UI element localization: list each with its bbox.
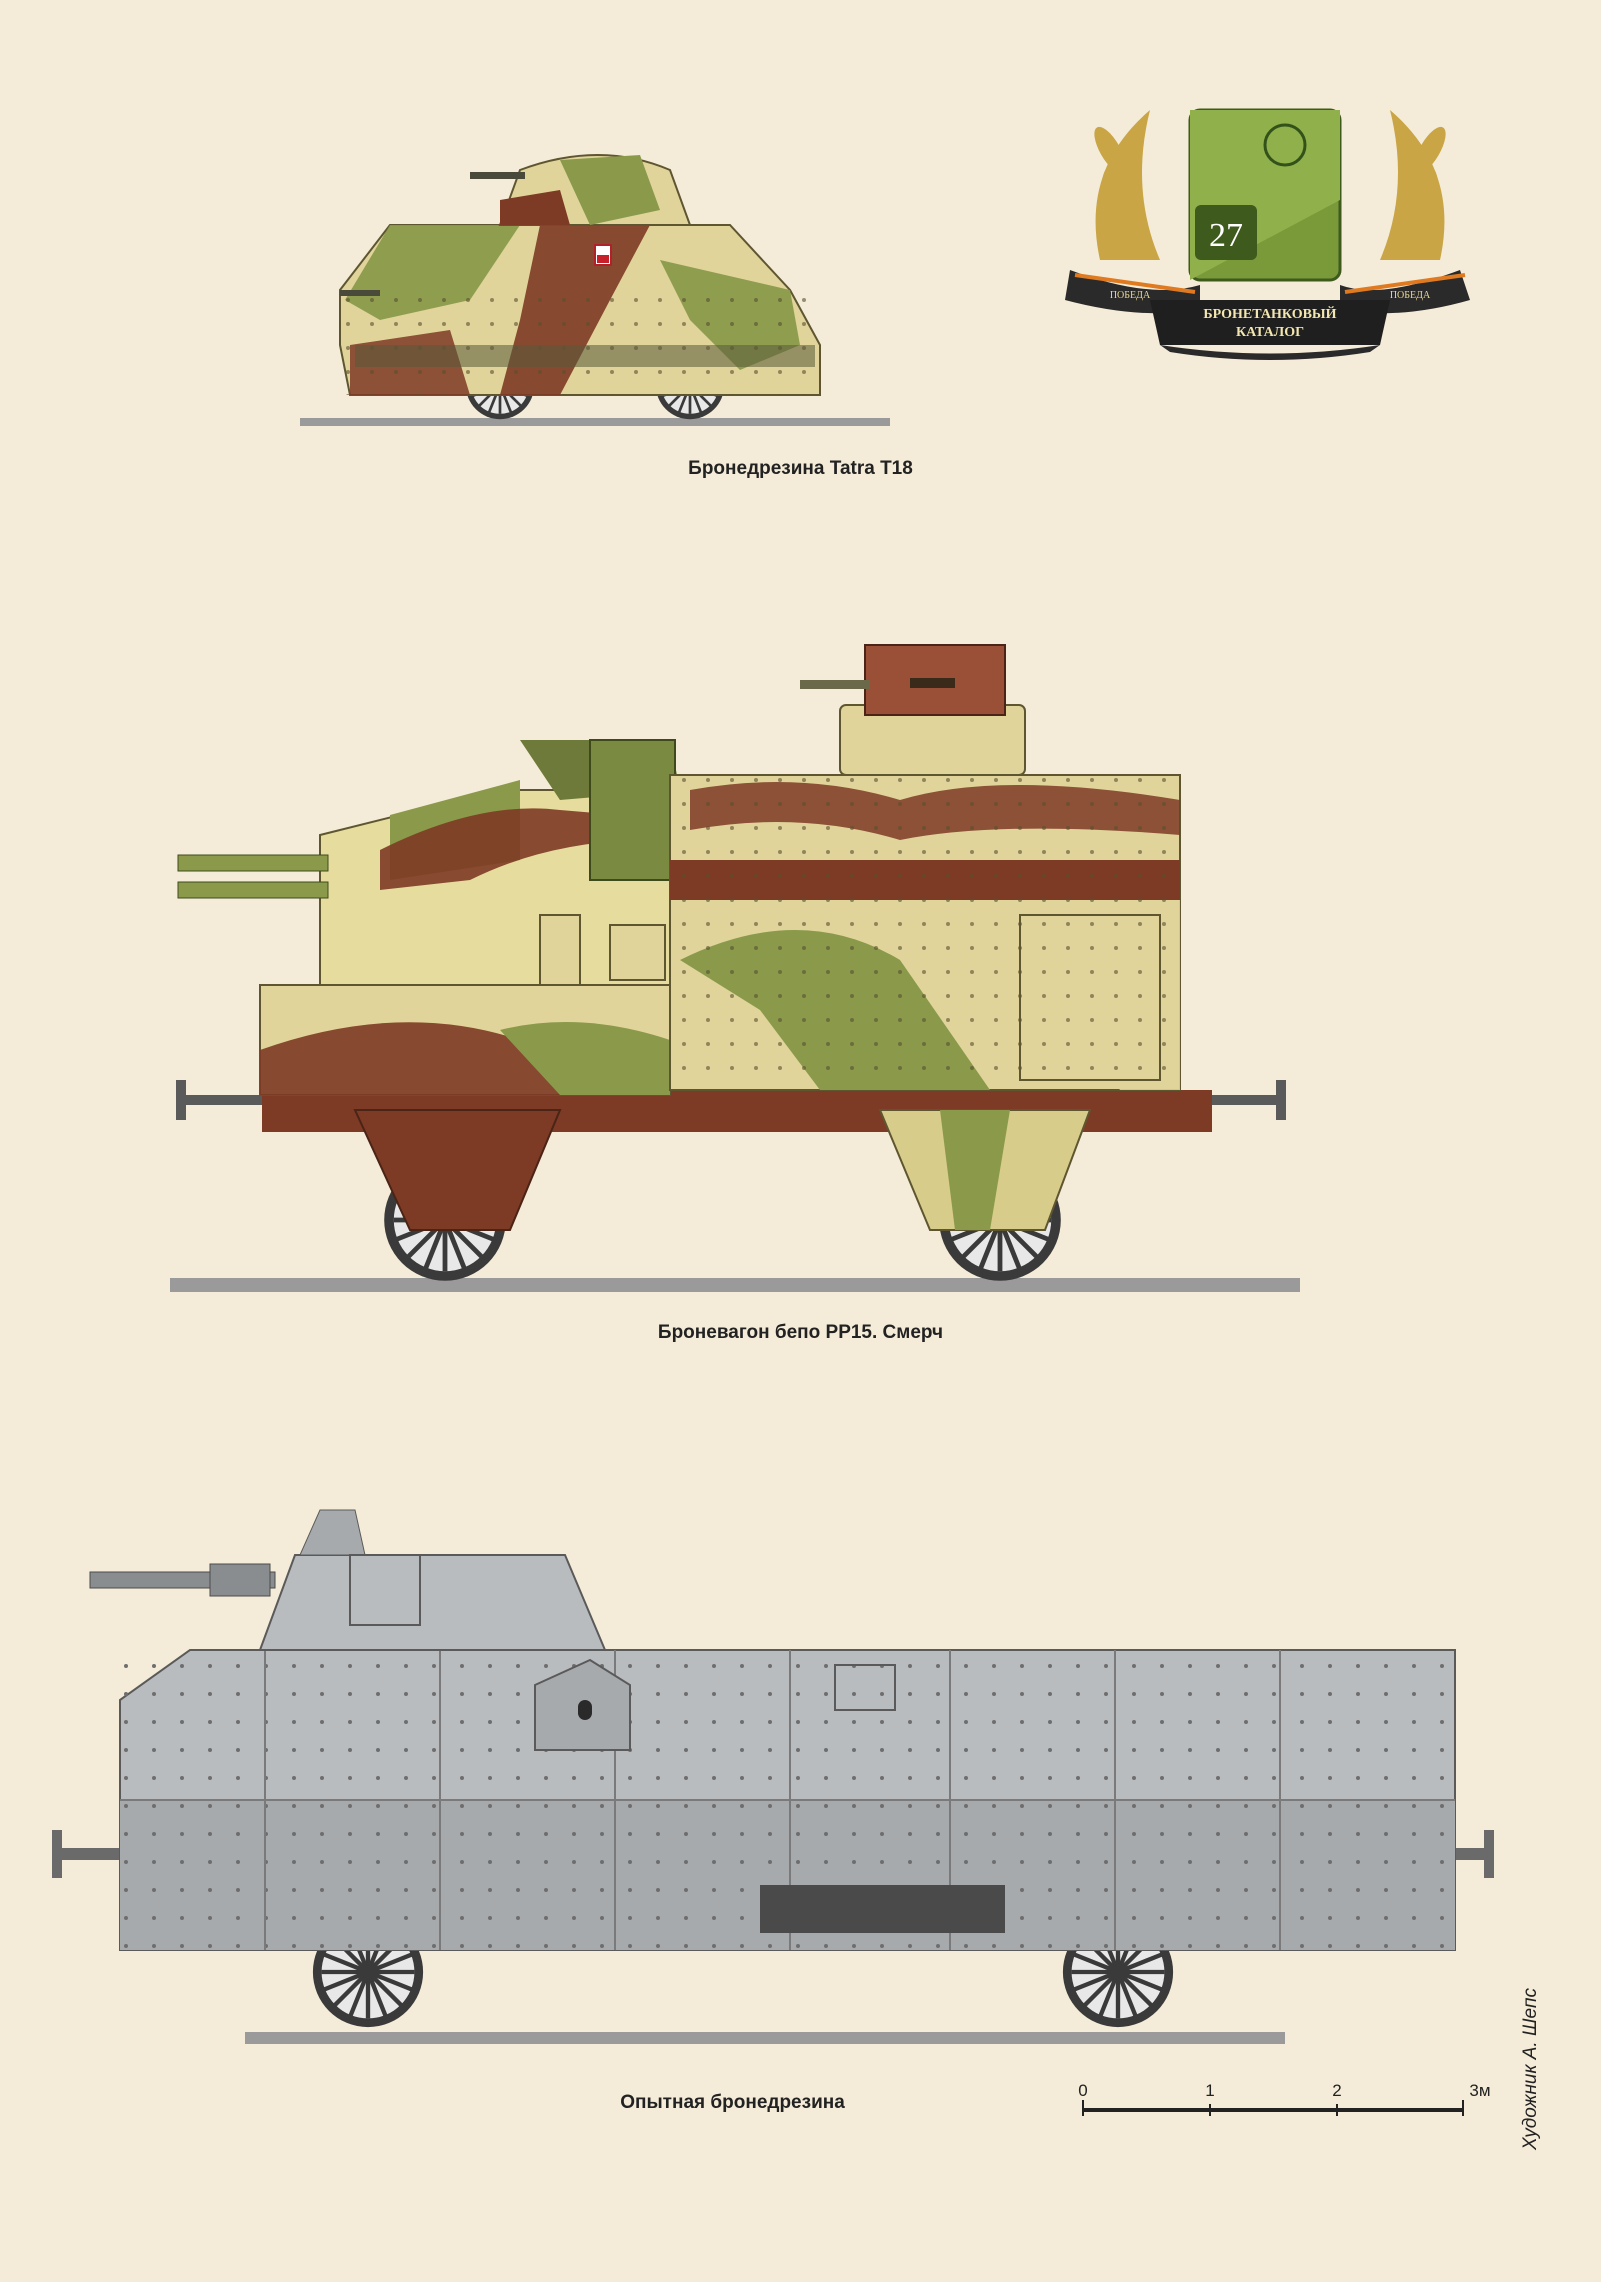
rail-1 [300,418,890,426]
rail-3 [245,2032,1285,2044]
caption-tatra-t18: Бронедрезина Tatra T18 [688,458,913,479]
caption-experimental-draisine: Опытная бронедрезина [620,2092,845,2113]
vehicle-experimental-draisine-drawing [52,1509,1494,2044]
scale-bar: 0 1 2 3м [1078,2081,1491,2116]
vehicle-pp15-smerch-drawing [170,644,1300,1292]
scale-tick-2: 2 [1332,2081,1341,2100]
artist-credit: Художник А. Шепс [1520,1988,1541,2150]
logo-ribbon-right: ПОБЕДА [1390,290,1431,301]
logo-ribbon-left: ПОБЕДА [1110,290,1151,301]
logo-title-line2: КАТАЛОГ [1236,325,1304,340]
caption-pp15-smerch: Броневагон бепо PP15. Смерч [657,1322,944,1343]
rail-2 [170,1278,1300,1292]
scale-tick-0: 0 [1078,2081,1087,2100]
scale-tick-3: 3м [1469,2081,1490,2100]
scale-tick-1: 1 [1205,2081,1214,2100]
vehicle-tatra-t18-drawing [300,154,890,426]
logo-issue-number: 27 [1209,217,1243,254]
logo-title-line1: БРОНЕТАНКОВЫЙ [1203,305,1336,322]
catalog-logo: 27 ПОБЕДА ПОБЕДА БРОНЕТАНКОВЫЙ КАТАЛОГ [1065,108,1470,360]
